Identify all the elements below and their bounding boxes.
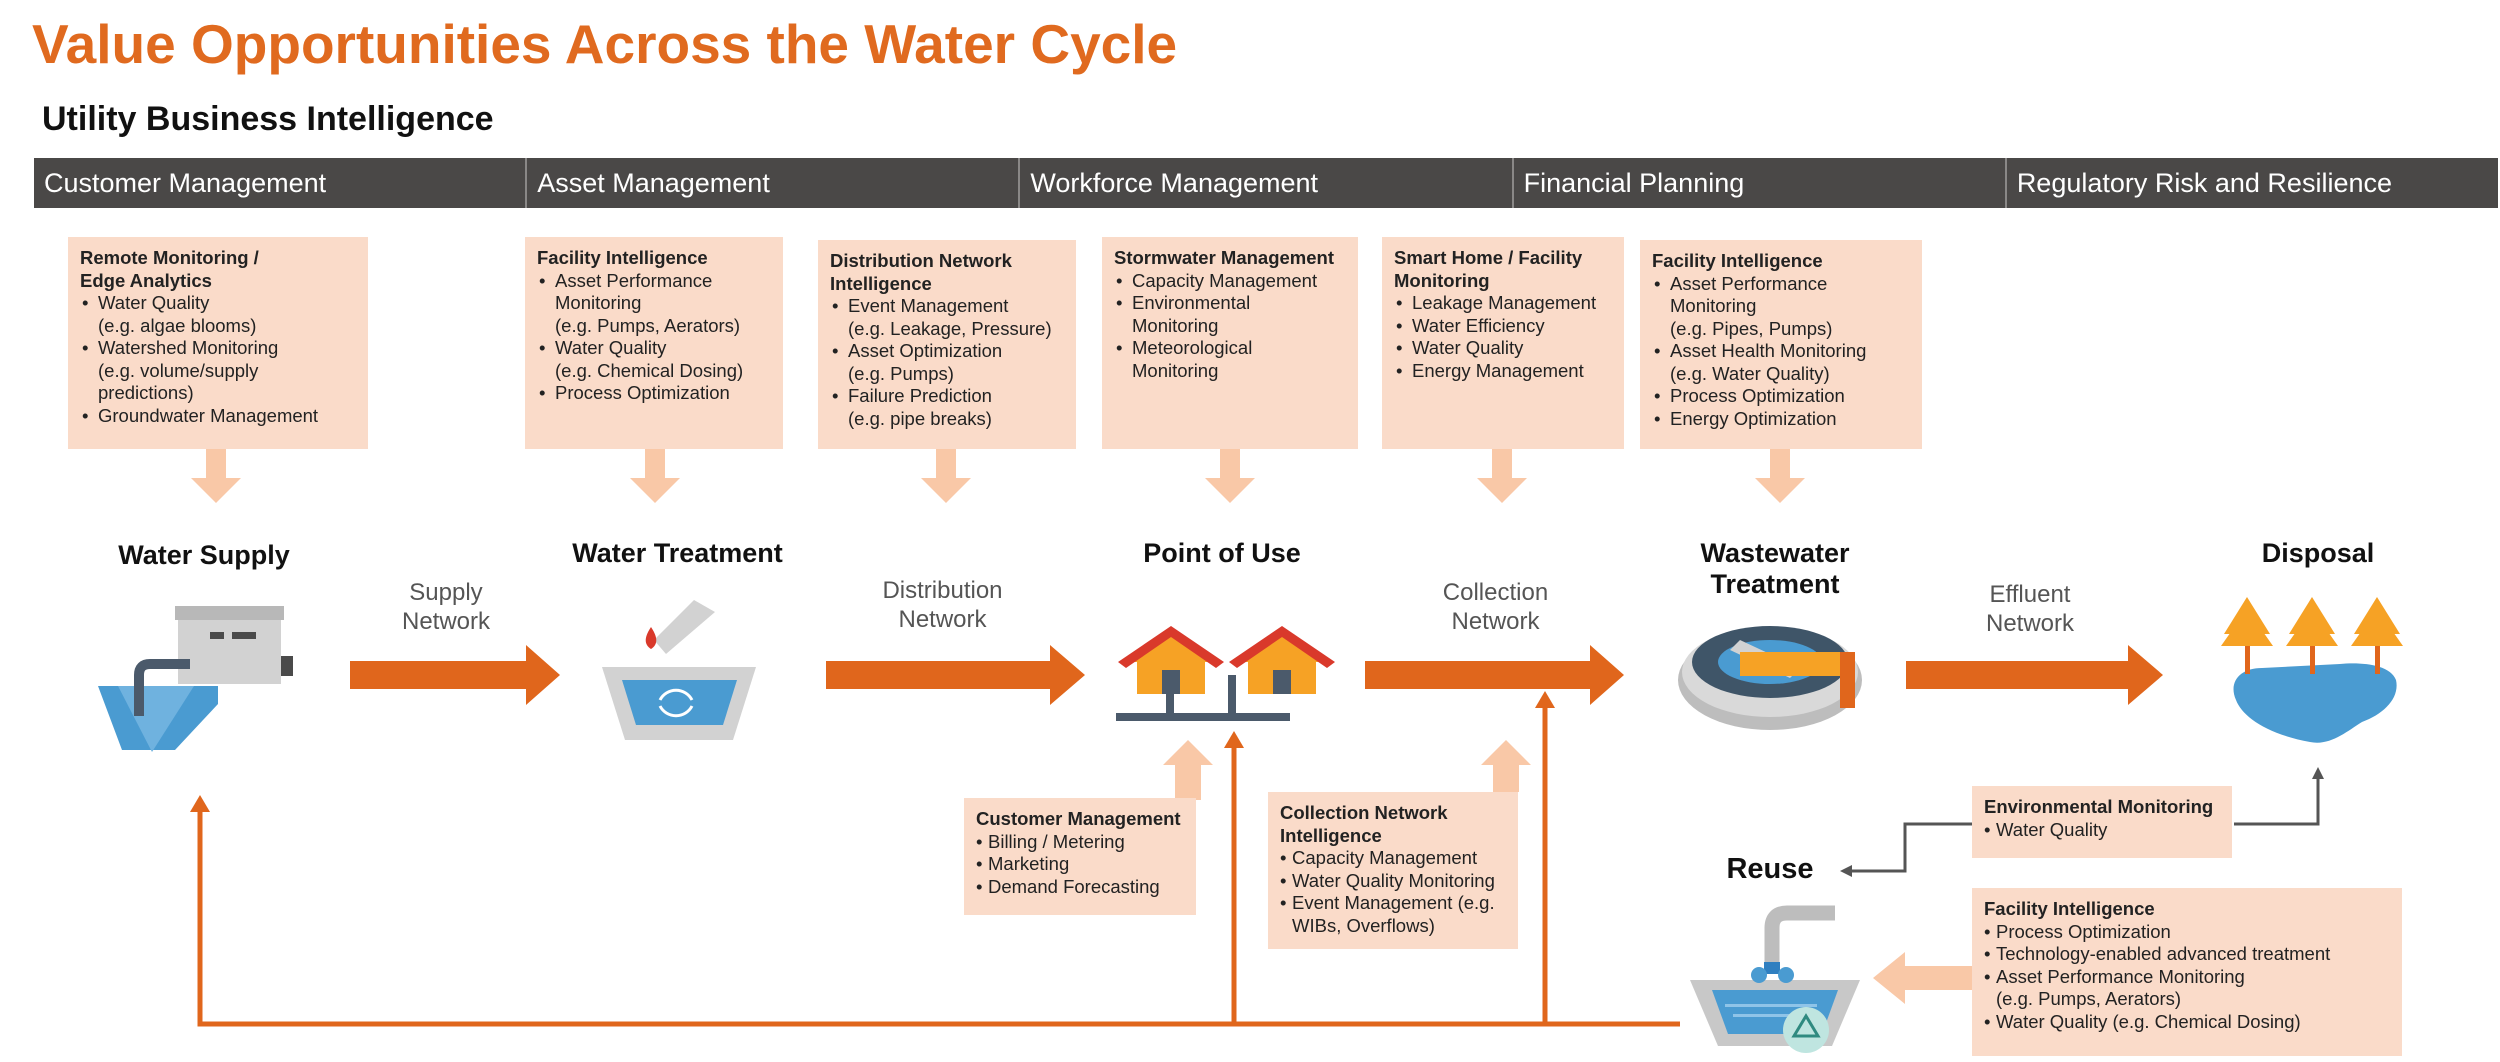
customer-item: Demand Forecasting [976, 876, 1184, 899]
section-title: Utility Business Intelligence [42, 100, 494, 138]
collection-network-arrow [1365, 645, 1624, 705]
stormwater-item: Capacity Management [1114, 270, 1346, 293]
category-regulatory-risk: Regulatory Risk and Resilience [2016, 168, 2392, 198]
return-arrowhead-supply [190, 795, 210, 812]
facility-2-item: Process Optimization [1652, 385, 1910, 408]
category-asset-management: Asset Management [527, 158, 1021, 208]
customer-management-title: Customer Management [976, 808, 1181, 829]
smart-home-title: Smart Home / Facility Monitoring [1394, 247, 1583, 291]
facility-3-item: Asset Performance Monitoring (e.g. Pumps… [1984, 966, 2390, 1011]
network-effluent: Effluent Network [1985, 581, 2075, 637]
smart-home-item: Energy Management [1394, 360, 1612, 383]
customer-management-box: Customer Management Billing / Metering M… [964, 798, 1196, 915]
stormwater-item: Environmental Monitoring [1114, 292, 1346, 337]
network-collection: Collection Network [1442, 579, 1549, 635]
distribution-network-box: Distribution Network Intelligence Event … [818, 240, 1076, 449]
return-loop-line [197, 808, 1680, 1027]
wastewater-treatment-icon [1678, 626, 1862, 730]
down-arrow-facility2 [1755, 447, 1805, 503]
facility-item: Water Quality (e.g. Chemical Dosing) [537, 337, 771, 382]
environmental-item: Water Quality [1984, 819, 2220, 842]
remote-item: Watershed Monitoring (e.g. volume/supply… [80, 337, 356, 405]
facility-3-item: Technology-enabled advanced treatment [1984, 943, 2390, 966]
return-arrowhead-collection [1535, 691, 1555, 708]
stage-water-supply: Water Supply [118, 540, 290, 570]
customer-item: Marketing [976, 853, 1184, 876]
down-arrow-distribution [921, 447, 971, 503]
facility-item: Asset Performance Monitoring (e.g. Pumps… [537, 270, 771, 338]
facility-intelligence-3-title: Facility Intelligence [1984, 898, 2155, 919]
facility-intelligence-2-box: Facility Intelligence Asset Performance … [1640, 240, 1922, 449]
stormwater-management-box: Stormwater Management Capacity Managemen… [1102, 237, 1358, 449]
reuse-arrowhead [1840, 865, 1852, 877]
collection-network-box: Collection Network Intelligence Capacity… [1268, 792, 1518, 949]
down-arrow-remote [191, 447, 241, 503]
disposal-icon [2221, 597, 2403, 743]
remote-item: Water Quality (e.g. algae blooms) [80, 292, 356, 337]
stormwater-item: Meteorological Monitoring [1114, 337, 1346, 382]
supply-network-arrow [350, 645, 560, 705]
category-bar: Customer Management Asset Management Wor… [34, 158, 2498, 208]
stage-wastewater-treatment: Wastewater Treatment [1700, 538, 1850, 599]
customer-item: Billing / Metering [976, 831, 1184, 854]
houses-icon [1116, 626, 1335, 721]
facility-3-item: Process Optimization [1984, 921, 2390, 944]
facility-intelligence-3-box: Facility Intelligence Process Optimizati… [1972, 888, 2402, 1056]
up-arrow-collection [1481, 740, 1531, 792]
category-workforce-management: Workforce Management [1020, 158, 1514, 208]
env-to-reuse-connector [1850, 822, 1972, 873]
stage-reuse: Reuse [1726, 853, 1814, 885]
collection-item: Capacity Management [1280, 847, 1506, 870]
distribution-item: Asset Optimization (e.g. Pumps) [830, 340, 1064, 385]
water-treatment-icon [602, 600, 756, 740]
facility-intelligence-title: Facility Intelligence [537, 247, 708, 268]
network-supply: Supply Network [401, 579, 491, 635]
page-title: Value Opportunities Across the Water Cyc… [32, 13, 1178, 75]
up-arrow-customer [1163, 740, 1213, 800]
remote-monitoring-title: Remote Monitoring / Edge Analytics [80, 247, 259, 291]
stage-point-of-use: Point of Use [1143, 538, 1301, 568]
smart-home-item: Water Efficiency [1394, 315, 1612, 338]
facility-2-item: Asset Health Monitoring (e.g. Water Qual… [1652, 340, 1910, 385]
collection-network-title: Collection Network Intelligence [1280, 802, 1448, 846]
water-supply-icon [98, 606, 293, 752]
facility-2-item: Asset Performance Monitoring (e.g. Pipes… [1652, 273, 1910, 341]
distribution-network-title: Distribution Network Intelligence [830, 250, 1012, 294]
environmental-monitoring-title: Environmental Monitoring [1984, 796, 2214, 817]
smart-home-item: Water Quality [1394, 337, 1612, 360]
category-customer-management: Customer Management [34, 158, 528, 208]
facility-intelligence-2-title: Facility Intelligence [1652, 250, 1823, 271]
facility-2-item: Energy Optimization [1652, 408, 1910, 431]
smart-home-item: Leakage Management [1394, 292, 1612, 315]
stage-water-treatment: Water Treatment [572, 538, 783, 568]
remote-item: Groundwater Management [80, 405, 356, 428]
facility-item: Process Optimization [537, 382, 771, 405]
stage-disposal: Disposal [2261, 538, 2375, 568]
down-arrow-facility1 [630, 447, 680, 503]
facility-3-item: Water Quality (e.g. Chemical Dosing) [1984, 1011, 2390, 1034]
left-arrow-facility3 [1873, 952, 1975, 1004]
disposal-arrowhead [2312, 767, 2324, 779]
down-arrow-smarthome [1477, 447, 1527, 503]
distribution-network-arrow [826, 645, 1085, 705]
reuse-icon [1690, 905, 1860, 1053]
network-distribution: Distribution Network [882, 577, 1003, 633]
distribution-item: Event Management (e.g. Leakage, Pressure… [830, 295, 1064, 340]
distribution-item: Failure Prediction (e.g. pipe breaks) [830, 385, 1064, 430]
facility-intelligence-box: Facility Intelligence Asset Performance … [525, 237, 783, 449]
smart-home-box: Smart Home / Facility Monitoring Leakage… [1382, 237, 1624, 449]
env-to-disposal-connector [2234, 777, 2320, 826]
collection-item: Event Management (e.g. WIBs, Overflows) [1280, 892, 1506, 937]
stormwater-management-title: Stormwater Management [1114, 247, 1334, 268]
category-financial-planning: Financial Planning [1514, 158, 2007, 208]
collection-item: Water Quality Monitoring [1280, 870, 1506, 893]
remote-monitoring-box: Remote Monitoring / Edge Analytics Water… [68, 237, 368, 449]
return-arrowhead-point-of-use [1224, 731, 1244, 748]
environmental-monitoring-box: Environmental Monitoring Water Quality [1972, 786, 2232, 858]
down-arrow-stormwater [1205, 447, 1255, 503]
effluent-network-arrow [1906, 645, 2163, 705]
